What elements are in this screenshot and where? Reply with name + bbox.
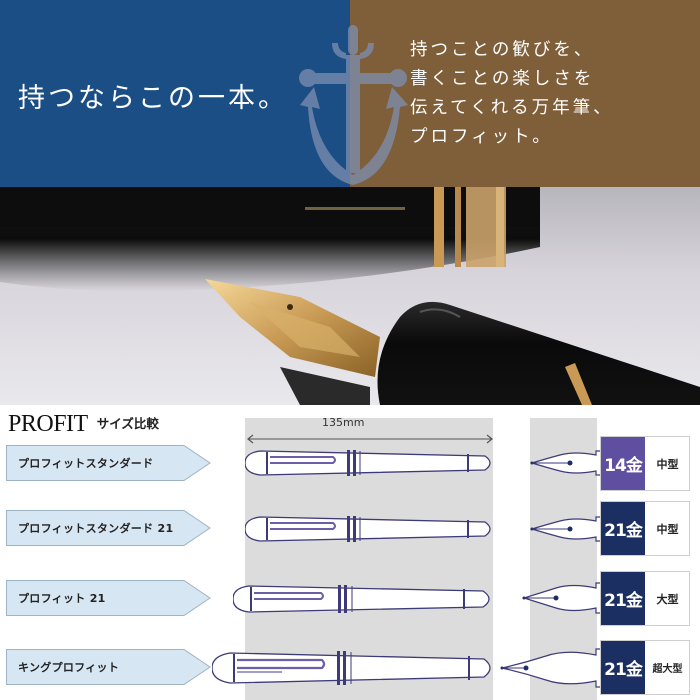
nib-spec-badge: 21金 中型 — [600, 501, 690, 556]
gold-karat: 21金 — [601, 502, 645, 555]
anchor-icon — [299, 25, 408, 185]
section-subtitle: サイズ比較 — [96, 416, 159, 431]
tagline-line: 持つことの歓びを、 — [410, 40, 595, 60]
model-label: プロフィット 21 — [6, 580, 211, 616]
pen-outline-icon — [245, 450, 491, 476]
pen-photo — [0, 187, 700, 405]
banner-right-panel — [350, 0, 700, 187]
nib-spec-badge: 14金 中型 — [600, 436, 690, 491]
nib-size: 中型 — [656, 457, 679, 471]
pen-outline-icon — [233, 585, 490, 613]
size-comparison-section: PROFIT サイズ比較 135mm プロフィットスタンダード プロフィットスタ… — [0, 405, 700, 700]
model-name: プロフィットスタンダード — [18, 457, 154, 470]
tagline-line: 伝えてくれる万年筆、 — [410, 98, 614, 118]
banner-left-panel — [0, 0, 350, 187]
model-name: キングプロフィット — [18, 661, 120, 674]
hero-banner: 持つならこの一本。 持つことの歓びを、 書くことの楽しさを 伝えてくれる万年筆、… — [0, 0, 700, 187]
nib-outline-icon — [530, 450, 600, 476]
gold-karat: 14金 — [601, 437, 645, 490]
nib-size: 中型 — [656, 522, 679, 536]
fountain-pen-image — [0, 187, 700, 405]
nib-size: 超大型 — [652, 664, 683, 675]
nib-size: 大型 — [656, 592, 679, 606]
nib-outline-icon — [530, 516, 600, 542]
headline: 持つならこの一本。 — [18, 83, 288, 114]
model-name: プロフィットスタンダード 21 — [18, 522, 174, 535]
section-title: PROFIT サイズ比較 — [8, 411, 159, 438]
model-label: プロフィットスタンダード — [6, 445, 211, 481]
nib-spec-badge: 21金 大型 — [600, 571, 690, 626]
dimension-label: 135mm — [322, 416, 365, 429]
model-label: プロフィットスタンダード 21 — [6, 510, 211, 546]
tagline: 持つことの歓びを、 書くことの楽しさを 伝えてくれる万年筆、 プロフィット。 — [410, 36, 614, 152]
nib-outline-icon — [522, 582, 600, 614]
dimension-arrow-icon — [247, 434, 493, 444]
pen-outline-icon — [212, 651, 491, 685]
nib-spec-badge: 21金 超大型 — [600, 640, 690, 695]
brand-logo: PROFIT — [8, 411, 88, 437]
gold-karat: 21金 — [601, 641, 645, 694]
model-label: キングプロフィット — [6, 649, 211, 685]
nib-outline-icon — [500, 648, 600, 688]
tagline-line: プロフィット。 — [410, 127, 553, 147]
gold-karat: 21金 — [601, 572, 645, 625]
pen-outline-icon — [245, 516, 491, 542]
model-name: プロフィット 21 — [18, 592, 106, 605]
tagline-line: 書くことの楽しさを — [410, 69, 595, 89]
